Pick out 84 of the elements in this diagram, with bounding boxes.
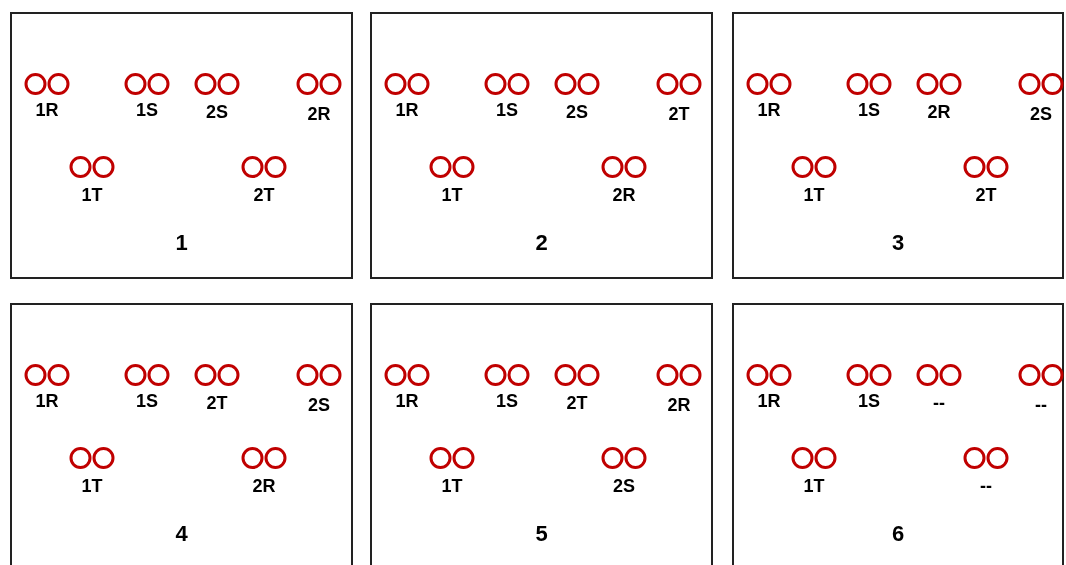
ring-pair-icon — [296, 72, 342, 96]
position-label: 1T — [81, 476, 103, 497]
position-label: 2R — [612, 185, 636, 206]
position-label: 1T — [803, 476, 825, 497]
position-label: 2S — [566, 102, 588, 123]
ring-pair-icon — [916, 363, 962, 387]
panel-frame — [370, 303, 713, 565]
ring-pair-icon — [846, 72, 892, 96]
position-label: 1T — [441, 476, 463, 497]
ring-pair-icon — [296, 363, 342, 387]
position-label: 1R — [35, 391, 59, 412]
position-label: 1S — [496, 100, 518, 121]
ring-pair-icon — [24, 363, 70, 387]
position-label: 1S — [136, 100, 158, 121]
ring-pair-icon — [846, 363, 892, 387]
ring-pair-icon — [69, 155, 115, 179]
position-label: -- — [980, 476, 992, 497]
panel-number: 6 — [891, 521, 905, 547]
position-label: 2T — [668, 104, 690, 125]
panel-number: 1 — [175, 230, 188, 256]
ring-pair-icon — [601, 155, 647, 179]
position-label: 2T — [253, 185, 275, 206]
position-label: 1R — [395, 100, 419, 121]
position-label: 1T — [441, 185, 463, 206]
position-label: 2T — [566, 393, 588, 414]
panel-number: 4 — [175, 521, 188, 547]
ring-pair-icon — [24, 72, 70, 96]
position-label: 1R — [395, 391, 419, 412]
panel-frame — [732, 303, 1064, 565]
position-label: 2R — [307, 104, 331, 125]
position-label: 2R — [667, 395, 691, 416]
ring-pair-icon — [241, 155, 287, 179]
ring-pair-icon — [963, 155, 1009, 179]
position-label: 2S — [613, 476, 635, 497]
position-label: 2S — [308, 395, 330, 416]
ring-pair-icon — [554, 363, 600, 387]
panel-frame — [732, 12, 1064, 279]
panel-frame — [10, 303, 353, 565]
ring-pair-icon — [601, 446, 647, 470]
panel-number: 5 — [535, 521, 548, 547]
ring-pair-icon — [241, 446, 287, 470]
ring-pair-icon — [656, 72, 702, 96]
ring-pair-icon — [791, 446, 837, 470]
ring-pair-icon — [746, 72, 792, 96]
ring-pair-icon — [124, 363, 170, 387]
ring-pair-icon — [384, 363, 430, 387]
ring-pair-icon — [791, 155, 837, 179]
position-label: 1S — [858, 100, 880, 121]
position-label: -- — [933, 393, 945, 414]
ring-pair-icon — [194, 72, 240, 96]
ring-pair-icon — [1018, 72, 1064, 96]
position-label: 1S — [496, 391, 518, 412]
ring-pair-icon — [1018, 363, 1064, 387]
ring-pair-icon — [484, 72, 530, 96]
position-label: 1R — [35, 100, 59, 121]
ring-pair-icon — [69, 446, 115, 470]
position-label: 2S — [1030, 104, 1052, 125]
position-label: 1S — [858, 391, 880, 412]
panel-number: 2 — [535, 230, 548, 256]
ring-pair-icon — [384, 72, 430, 96]
position-label: 2R — [252, 476, 276, 497]
position-label: 2R — [927, 102, 951, 123]
ring-pair-icon — [963, 446, 1009, 470]
ring-pair-icon — [554, 72, 600, 96]
ring-pair-icon — [656, 363, 702, 387]
ring-pair-icon — [746, 363, 792, 387]
position-label: 2S — [206, 102, 228, 123]
panel-number: 3 — [891, 230, 905, 256]
position-label: 2T — [975, 185, 997, 206]
panel-frame — [370, 12, 713, 279]
position-label: 1S — [136, 391, 158, 412]
position-label: 2T — [206, 393, 228, 414]
ring-pair-icon — [194, 363, 240, 387]
ring-pair-icon — [429, 155, 475, 179]
position-label: 1R — [757, 100, 781, 121]
ring-pair-icon — [916, 72, 962, 96]
position-label: 1R — [757, 391, 781, 412]
ring-pair-icon — [484, 363, 530, 387]
position-label: 1T — [81, 185, 103, 206]
ring-pair-icon — [429, 446, 475, 470]
position-label: 1T — [803, 185, 825, 206]
ring-pair-icon — [124, 72, 170, 96]
position-label: -- — [1035, 395, 1047, 416]
panel-frame — [10, 12, 353, 279]
